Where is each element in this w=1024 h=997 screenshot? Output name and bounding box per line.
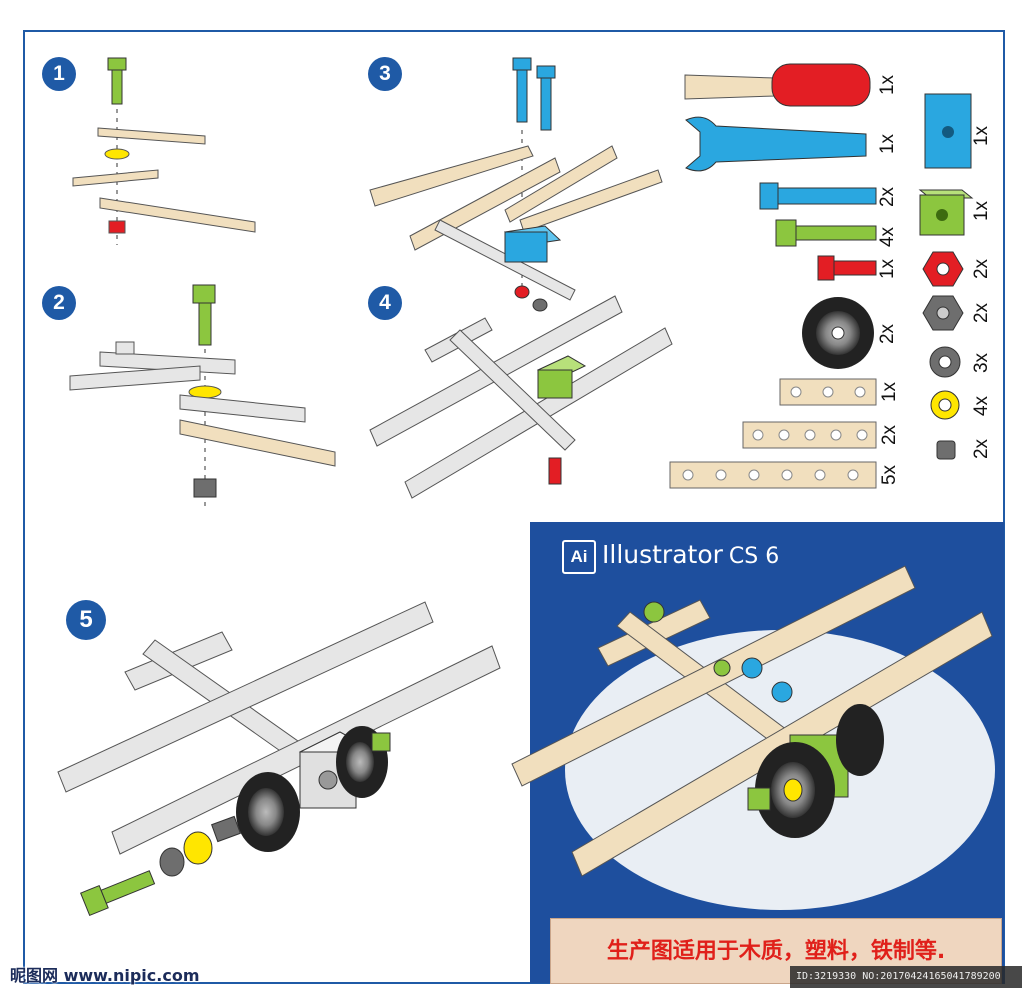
metal-strip <box>179 394 306 423</box>
wheel <box>836 704 884 776</box>
qty-screwdriver: 1x <box>877 74 899 96</box>
green-cap <box>371 732 391 752</box>
nut-on-strip <box>115 341 135 355</box>
qty-blue-screw: 2x <box>877 186 899 208</box>
parts-list <box>669 63 974 489</box>
qty-strip-3-hole: 1x <box>879 381 901 403</box>
page-frame <box>23 30 1005 984</box>
red-screw <box>548 457 562 485</box>
metal-strip <box>99 351 236 375</box>
blue-screw-part <box>759 182 877 210</box>
spacer-part <box>936 440 956 460</box>
qty-gray-nut: 2x <box>971 302 993 324</box>
gray-nut <box>532 298 548 312</box>
red-screw-part <box>817 255 877 281</box>
step-2-number: 2 <box>42 286 76 320</box>
step-1-number: 1 <box>42 57 76 91</box>
qty-green-block: 1x <box>971 200 993 222</box>
green-block-part <box>918 189 974 236</box>
site-watermark: 昵图网 www.nipic.com <box>10 966 200 985</box>
wood-strip <box>97 127 206 145</box>
gray-nut-hole <box>936 306 950 320</box>
wood-strip <box>179 419 336 467</box>
illustrator-logo: Ai <box>562 540 596 574</box>
gray-washer <box>159 847 185 877</box>
wood-strip <box>504 145 618 223</box>
qty-wrench: 1x <box>877 133 899 155</box>
yellow-washer <box>104 148 130 160</box>
wrench <box>685 116 867 172</box>
step-3-number: 3 <box>368 57 402 91</box>
wheel-part <box>802 297 874 369</box>
wheel <box>236 772 300 852</box>
green-nut <box>713 659 731 677</box>
qty-strip-5-hole: 2x <box>879 424 901 446</box>
blue-screw <box>512 57 532 123</box>
qty-spacer: 2x <box>971 438 993 460</box>
green-screw <box>107 57 127 105</box>
wood-strip <box>511 565 916 787</box>
step-4-number: 4 <box>368 286 402 320</box>
wood-strip <box>72 169 159 187</box>
qty-strip-7-hole: 5x <box>879 464 901 486</box>
step-2-illustration <box>69 284 336 510</box>
image-id-line: ID:3219330 NO:20170424165041789200 <box>790 966 1022 988</box>
qty-green-screw: 4x <box>877 226 899 248</box>
metal-strip <box>57 601 434 793</box>
qty-red-nut: 2x <box>971 258 993 280</box>
green-cap <box>747 787 771 811</box>
step-3-illustration <box>369 57 663 312</box>
step-4-illustration <box>369 295 673 499</box>
blue-nut <box>771 681 793 703</box>
strip-7-hole-part <box>669 461 877 489</box>
metal-strip <box>69 365 201 391</box>
strip-5-hole-part <box>742 421 877 449</box>
blue-nut <box>741 657 763 679</box>
gray-washer-hole <box>938 355 952 369</box>
strip-3-hole-part <box>779 378 877 406</box>
green-nut <box>643 601 665 623</box>
blue-block <box>503 225 562 263</box>
blue-screw <box>536 65 556 131</box>
step-1-illustration <box>72 57 256 245</box>
wood-strip <box>571 611 993 877</box>
qty-blue-block: 1x <box>971 125 993 147</box>
metal-strip <box>449 329 576 451</box>
illustrator-version: CS 6 <box>728 544 780 569</box>
wood-aircraft-preview <box>511 565 993 877</box>
qty-red-screw: 1x <box>877 258 899 280</box>
red-nut-hole <box>936 262 950 276</box>
green-screw <box>192 284 216 346</box>
step-5-illustration <box>57 601 501 916</box>
spacer <box>211 815 241 843</box>
yellow-washer <box>183 831 213 865</box>
wood-strip <box>369 145 534 207</box>
red-nut <box>108 220 126 234</box>
gray-nut <box>193 478 217 498</box>
blue-block-part <box>924 93 972 169</box>
qty-gray-washer: 3x <box>971 352 993 374</box>
wood-strip <box>519 169 663 233</box>
screwdriver <box>684 63 871 107</box>
red-nut <box>514 285 530 299</box>
wheel <box>755 742 835 838</box>
step-5-number: 5 <box>66 600 106 640</box>
green-screw <box>80 870 156 916</box>
illustrator-name: Illustrator <box>602 540 723 569</box>
green-block <box>536 355 587 399</box>
qty-yellow-washer: 4x <box>971 395 993 417</box>
green-screw-part <box>775 219 877 247</box>
qty-wheel: 2x <box>877 323 899 345</box>
wood-strip <box>99 197 256 233</box>
yellow-washer-hole <box>938 398 952 412</box>
